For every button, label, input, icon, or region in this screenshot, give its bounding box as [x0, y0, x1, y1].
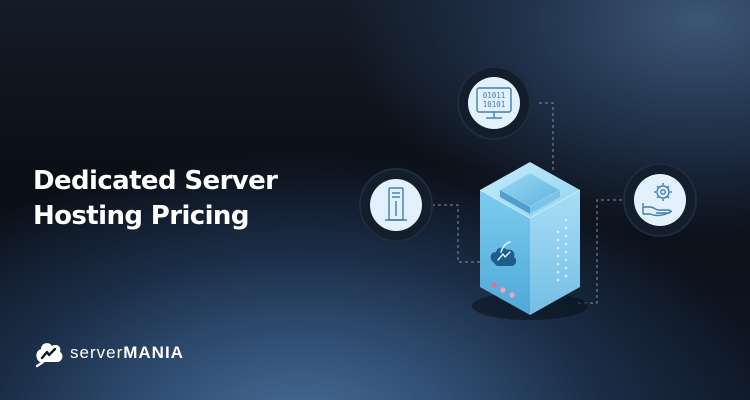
vent-dots — [556, 218, 568, 282]
logo-wordmark: server MANIA — [70, 343, 184, 363]
status-led-3 — [509, 292, 515, 298]
logo-mark-icon — [35, 343, 63, 368]
connector-right — [575, 199, 628, 304]
connector-left — [432, 204, 487, 263]
connector-top — [539, 102, 554, 170]
server-cube — [472, 162, 588, 320]
status-led-1 — [491, 282, 497, 288]
status-led-2 — [500, 287, 506, 293]
servermania-logo[interactable]: server MANIA — [32, 334, 184, 372]
binary-text-bottom: 10101 — [483, 100, 506, 109]
page-title: Dedicated Server Hosting Pricing — [33, 164, 278, 234]
title-line-1: Dedicated Server — [33, 166, 278, 196]
binary-text-top: 01011 — [483, 91, 506, 100]
binary-monitor-icon: 01011 10101 — [476, 87, 512, 119]
badge-binary-monitor: 01011 10101 — [453, 62, 535, 144]
server-tower-icon — [385, 187, 407, 221]
gear-hand-icon — [642, 183, 673, 217]
badge-server-tower — [355, 164, 437, 246]
badge-gear-hand — [619, 159, 701, 241]
cloud-logo-icon — [490, 241, 517, 266]
logo-word-mania: MANIA — [123, 343, 184, 362]
title-line-2: Hosting Pricing — [33, 201, 249, 231]
logo-word-server: server — [70, 343, 124, 362]
